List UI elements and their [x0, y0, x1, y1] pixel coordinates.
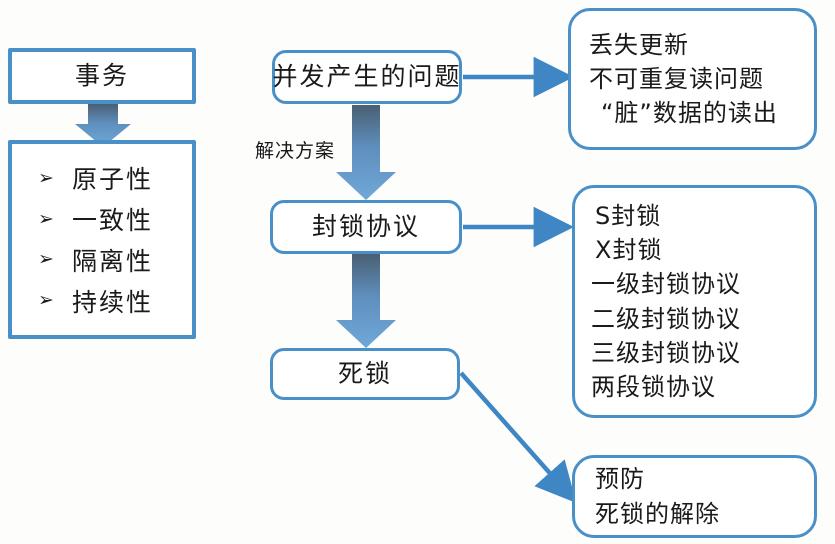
list-item: 丢失更新	[589, 30, 689, 59]
list-item[interactable]: ➢ 一致性	[38, 199, 192, 240]
node-locking-protocol[interactable]: 封锁协议	[270, 200, 462, 254]
box-deadlock-handling[interactable]: 预防 死锁的解除	[572, 455, 817, 538]
list-item: 死锁的解除	[595, 499, 720, 528]
bullet-arrow-icon: ➢	[38, 207, 54, 230]
arrow-problems-to-protocol	[336, 105, 396, 200]
property-label: 隔离性	[72, 246, 154, 276]
list-item: 三级封锁协议	[591, 338, 741, 367]
node-transaction-properties[interactable]: ➢ 原子性 ➢ 一致性 ➢ 隔离性 ➢ 持续性	[8, 140, 196, 339]
list-item: S封锁	[595, 202, 662, 231]
node-concurrency-problems[interactable]: 并发产生的问题	[272, 50, 462, 104]
list-item[interactable]: ➢ 原子性	[38, 158, 192, 199]
node-locking-protocol-label: 封锁协议	[311, 212, 420, 241]
property-label: 一致性	[72, 206, 154, 236]
list-item: 二级封锁协议	[591, 304, 741, 333]
property-label: 原子性	[72, 165, 154, 195]
node-deadlock[interactable]: 死锁	[270, 348, 460, 400]
list-item[interactable]: ➢ 持续性	[38, 280, 192, 321]
list-item: 预防	[595, 465, 645, 494]
node-concurrency-problems-label: 并发产生的问题	[272, 62, 462, 91]
list-item: 一级封锁协议	[591, 270, 741, 299]
box-concurrency-problems[interactable]: 丢失更新 不可重复读问题 “脏”数据的读出	[568, 8, 817, 150]
arrow-deadlock-to-list	[459, 371, 577, 504]
list-item[interactable]: ➢ 隔离性	[38, 240, 192, 281]
arrow-protocol-to-deadlock	[336, 254, 396, 348]
list-item: 不可重复读问题	[589, 64, 764, 93]
list-item: “脏”数据的读出	[601, 99, 778, 128]
bullet-arrow-icon: ➢	[38, 166, 54, 189]
box-locking-protocols[interactable]: S封锁 X封锁 一级封锁协议 二级封锁协议 三级封锁协议 两段锁协议	[572, 185, 817, 418]
node-deadlock-label: 死锁	[337, 359, 392, 388]
list-item: X封锁	[595, 236, 663, 265]
node-transaction-label: 事务	[74, 61, 129, 90]
property-label: 持续性	[72, 287, 154, 317]
edge-label-solution: 解决方案	[255, 140, 336, 162]
bullet-arrow-icon: ➢	[38, 248, 54, 271]
list-item: 两段锁协议	[591, 372, 716, 401]
node-transaction[interactable]: 事务	[8, 48, 196, 104]
bullet-arrow-icon: ➢	[38, 289, 54, 312]
